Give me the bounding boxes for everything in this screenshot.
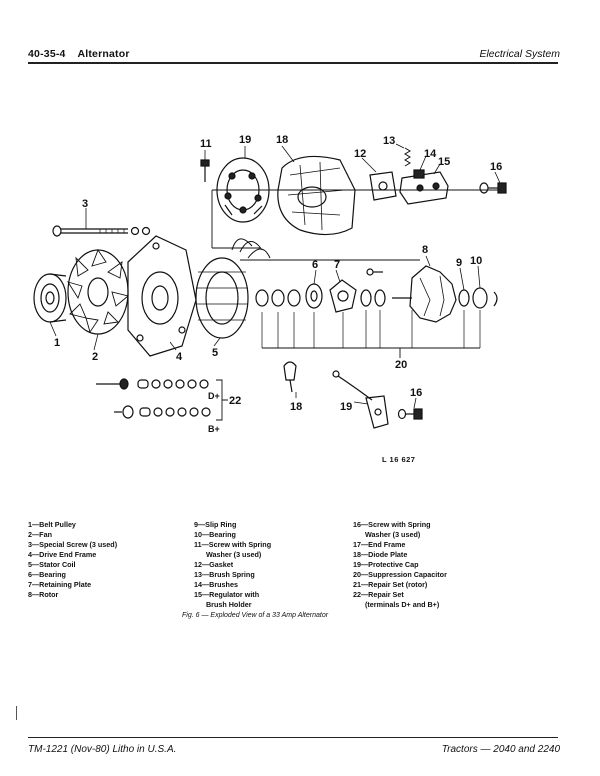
callout-13: 13 [383, 135, 395, 147]
section-header: 40-35-4 Alternator [28, 48, 130, 60]
legend-item: Brush Holder [194, 600, 252, 609]
legend-column-1: 1—Belt Pulley 2—Fan 3—Special Screw (3 u… [28, 520, 117, 600]
callout-14: 14 [424, 148, 437, 160]
legend-item: 15—Regulator with [194, 590, 260, 599]
legend-item: 2—Fan [28, 530, 52, 539]
legend-item: 3—Special Screw (3 used) [28, 540, 118, 549]
chapter-title: Electrical System [479, 48, 560, 60]
stator-coil-5 [195, 238, 271, 339]
callout-2: 2 [92, 351, 98, 363]
drive-end-frame-4 [127, 235, 197, 357]
margin-mark [16, 706, 17, 720]
callout-15: 15 [438, 156, 450, 168]
legend-item: Washer (3 used) [353, 530, 421, 539]
suppression-capacitor-20 [332, 370, 389, 429]
callout-9: 9 [456, 257, 462, 269]
legend-item: 11—Screw with Spring [194, 540, 272, 549]
legend-column-3: 16—Screw with Spring Washer (3 used) 17—… [353, 520, 447, 610]
legend-item: 9—Slip Ring [194, 520, 237, 529]
legend-item: 6—Bearing [28, 570, 66, 579]
legend-item: 1—Belt Pulley [28, 520, 76, 529]
legend-item: 14—Brushes [194, 580, 238, 589]
legend-item: 4—Drive End Frame [28, 550, 97, 559]
legend-item: Washer (3 used) [194, 550, 262, 559]
legend-item: 21—Repair Set (rotor) [353, 580, 428, 589]
diode-plate-18 [216, 157, 270, 223]
section-title: Alternator [77, 48, 130, 60]
callout-16-top: 16 [490, 161, 502, 173]
terminal-b-label: B+ [208, 424, 220, 434]
callout-7: 7 [334, 259, 340, 271]
legend-item: 8—Rotor [28, 590, 59, 599]
callout-18: 19 [239, 134, 251, 146]
bearing-10 [472, 287, 488, 309]
legend-item: 17—End Frame [353, 540, 406, 549]
legend-item: 5—Stator Coil [28, 560, 76, 569]
figure-caption: Fig. 6 — Exploded View of a 33 Amp Alter… [182, 612, 329, 619]
screw-16-bottom [397, 408, 423, 420]
callout-22: 22 [229, 395, 241, 407]
callout-3: 3 [82, 198, 88, 210]
belt-pulley-1 [33, 273, 67, 323]
bearing-6 [255, 283, 323, 309]
brush-spring-13 [404, 147, 411, 167]
legend-item: (terminals D+ and B+) [353, 600, 440, 609]
legend-item: 7—Retaining Plate [28, 580, 92, 589]
header-rule [28, 62, 558, 64]
callout-11: 11 [200, 138, 212, 150]
legend-column-2: 9—Slip Ring 10—Bearing 11—Screw with Spr… [194, 520, 271, 610]
legend-item: 10—Bearing [194, 530, 236, 539]
screw-11 [200, 159, 210, 182]
footer-rule [28, 737, 558, 739]
callout-20: 19 [340, 401, 352, 413]
footer-publication: TM-1221 (Nov-80) Litho in U.S.A. [28, 744, 177, 755]
retaining-plate-7 [329, 279, 357, 313]
repair-set-22 [96, 378, 228, 421]
callout-8: 8 [422, 244, 428, 256]
section-number: 40-35-4 [28, 48, 66, 60]
legend-item: 16—Screw with Spring [353, 520, 431, 529]
terminal-d-label: D+ [208, 391, 220, 401]
screw-16-top [479, 182, 507, 194]
slip-ring-9 [458, 289, 470, 307]
gasket-12 [369, 171, 397, 201]
callout-19: 18 [290, 401, 302, 413]
callout-10: 10 [470, 255, 482, 267]
figure-id: L 16 627 [382, 455, 416, 464]
callout-17: 18 [276, 134, 288, 146]
footer-models: Tractors — 2040 and 2240 [441, 744, 560, 755]
regulator-15 [399, 169, 449, 205]
fan-2 [66, 249, 129, 335]
callout-16-bottom: 16 [410, 387, 422, 399]
rotor-8 [392, 265, 457, 323]
callout-21: 20 [395, 359, 407, 371]
callout-1: 1 [54, 337, 60, 349]
legend-item: 18—Diode Plate [353, 550, 408, 559]
legend-item: 13—Brush Spring [194, 570, 255, 579]
legend-item: 22—Repair Set [353, 590, 404, 599]
legend-item: 19—Protective Cap [353, 560, 419, 569]
special-screw-3 [52, 225, 151, 237]
callout-5: 5 [212, 347, 218, 359]
end-frame-17 [277, 155, 356, 236]
legend-item: 20—Suppression Capacitor [353, 570, 447, 579]
exploded-alternator-diagram: 11 19 18 13 12 14 15 16 3 8 9 10 6 7 1 2… [33, 134, 507, 434]
callout-4: 4 [176, 351, 183, 363]
callout-12: 12 [354, 148, 366, 160]
callout-6: 6 [312, 259, 318, 271]
legend-item: 12—Gasket [194, 560, 234, 569]
protective-cap-19 [283, 361, 297, 393]
